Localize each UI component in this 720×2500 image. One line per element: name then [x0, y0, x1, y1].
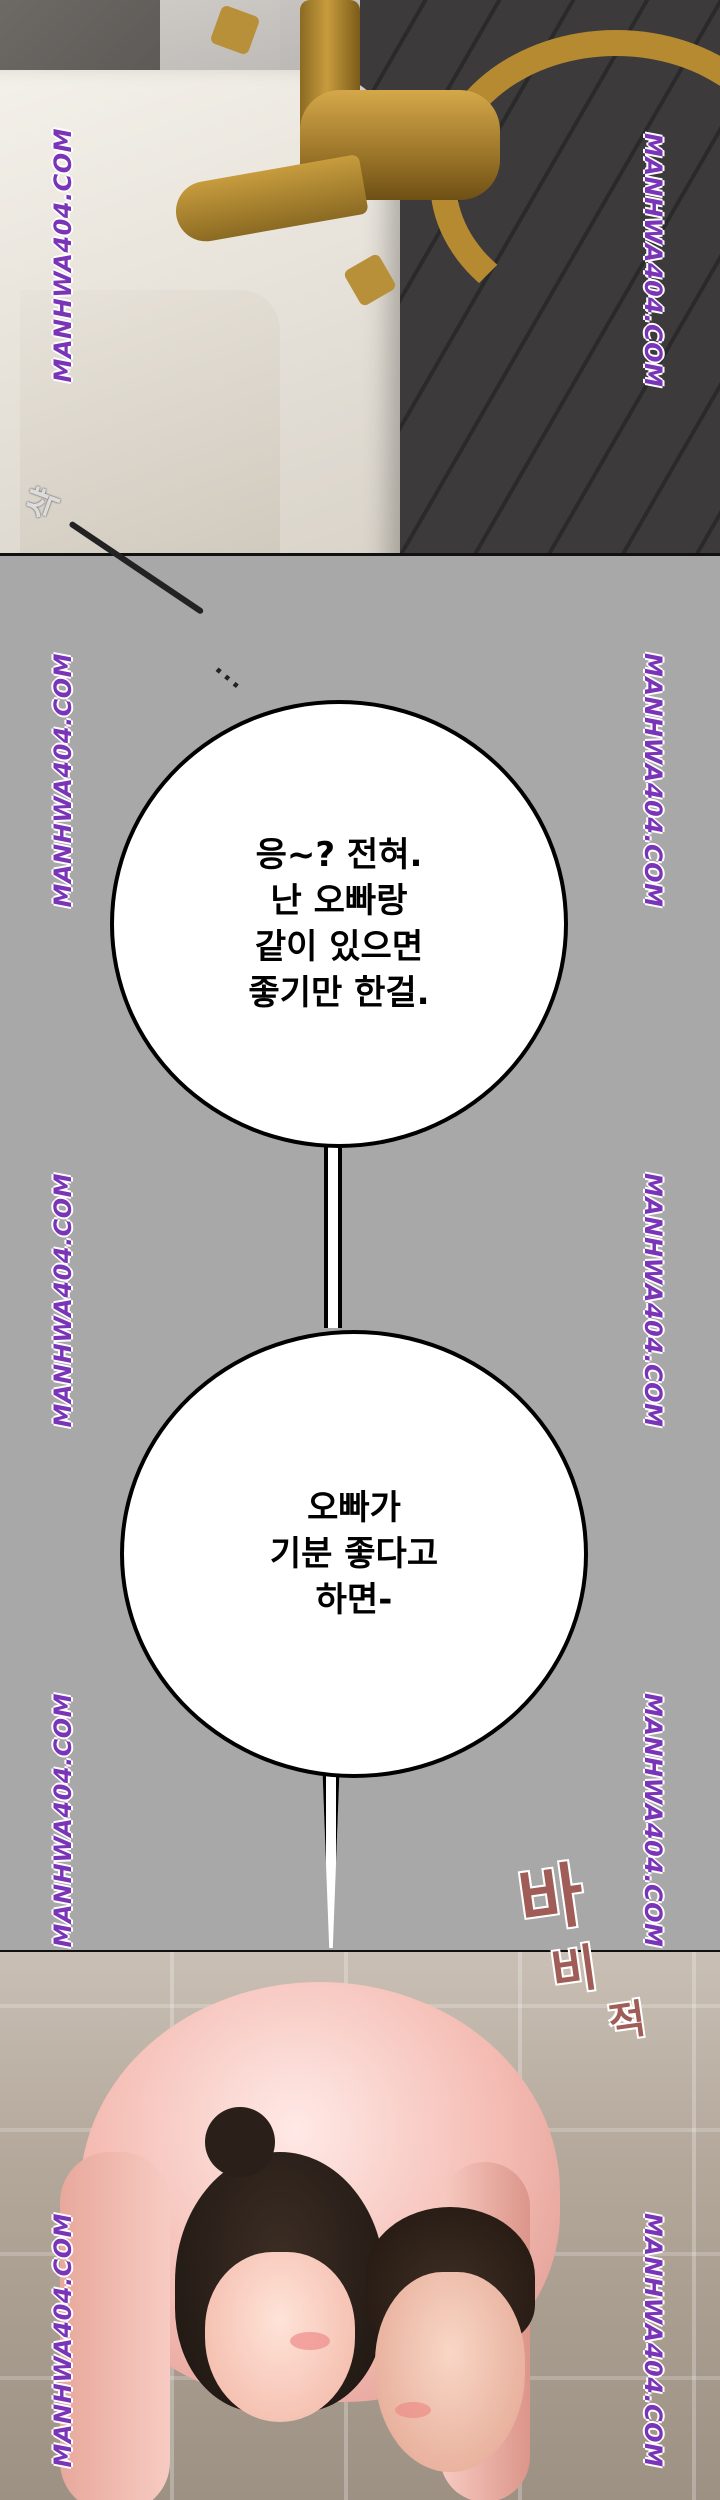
watermark: MANHWA404.COM — [639, 1692, 667, 1948]
watermark: MANHWA404.COM — [49, 2212, 77, 2468]
bubble-tail — [324, 1128, 342, 1328]
watermark: MANHWA404.COM — [49, 127, 77, 383]
sink-inner — [20, 290, 280, 553]
watermark: MANHWA404.COM — [639, 652, 667, 908]
woman-blush — [290, 2332, 330, 2350]
panel-bath-scene — [0, 1952, 720, 2500]
woman-hair-bun — [205, 2107, 275, 2177]
man-blush — [395, 2402, 431, 2418]
watermark: MANHWA404.COM — [49, 652, 77, 908]
man-face — [375, 2272, 525, 2472]
sink-basin — [0, 70, 400, 553]
bubble-text: 응~? 전혀. 난 오빠랑 같이 있으면 좋기만 한걸. — [248, 835, 430, 1013]
speech-bubble: 오빠가 기분 좋다고 하면- — [120, 1330, 588, 1778]
panel-faucet: 샥 — [0, 0, 720, 553]
watermark: MANHWA404.COM — [49, 1172, 77, 1428]
watermark: MANHWA404.COM — [49, 1692, 77, 1948]
watermark: MANHWA404.COM — [639, 1172, 667, 1428]
figure-arm-left — [60, 2152, 170, 2500]
bubble-text: 오빠가 기분 좋다고 하면- — [269, 1488, 439, 1620]
watermark: MANHWA404.COM — [639, 2212, 667, 2468]
woman-face — [205, 2252, 355, 2422]
panel-divider — [0, 553, 720, 557]
watermark: MANHWA404.COM — [639, 132, 667, 388]
speech-bubble: 응~? 전혀. 난 오빠랑 같이 있으면 좋기만 한걸. — [110, 700, 568, 1148]
